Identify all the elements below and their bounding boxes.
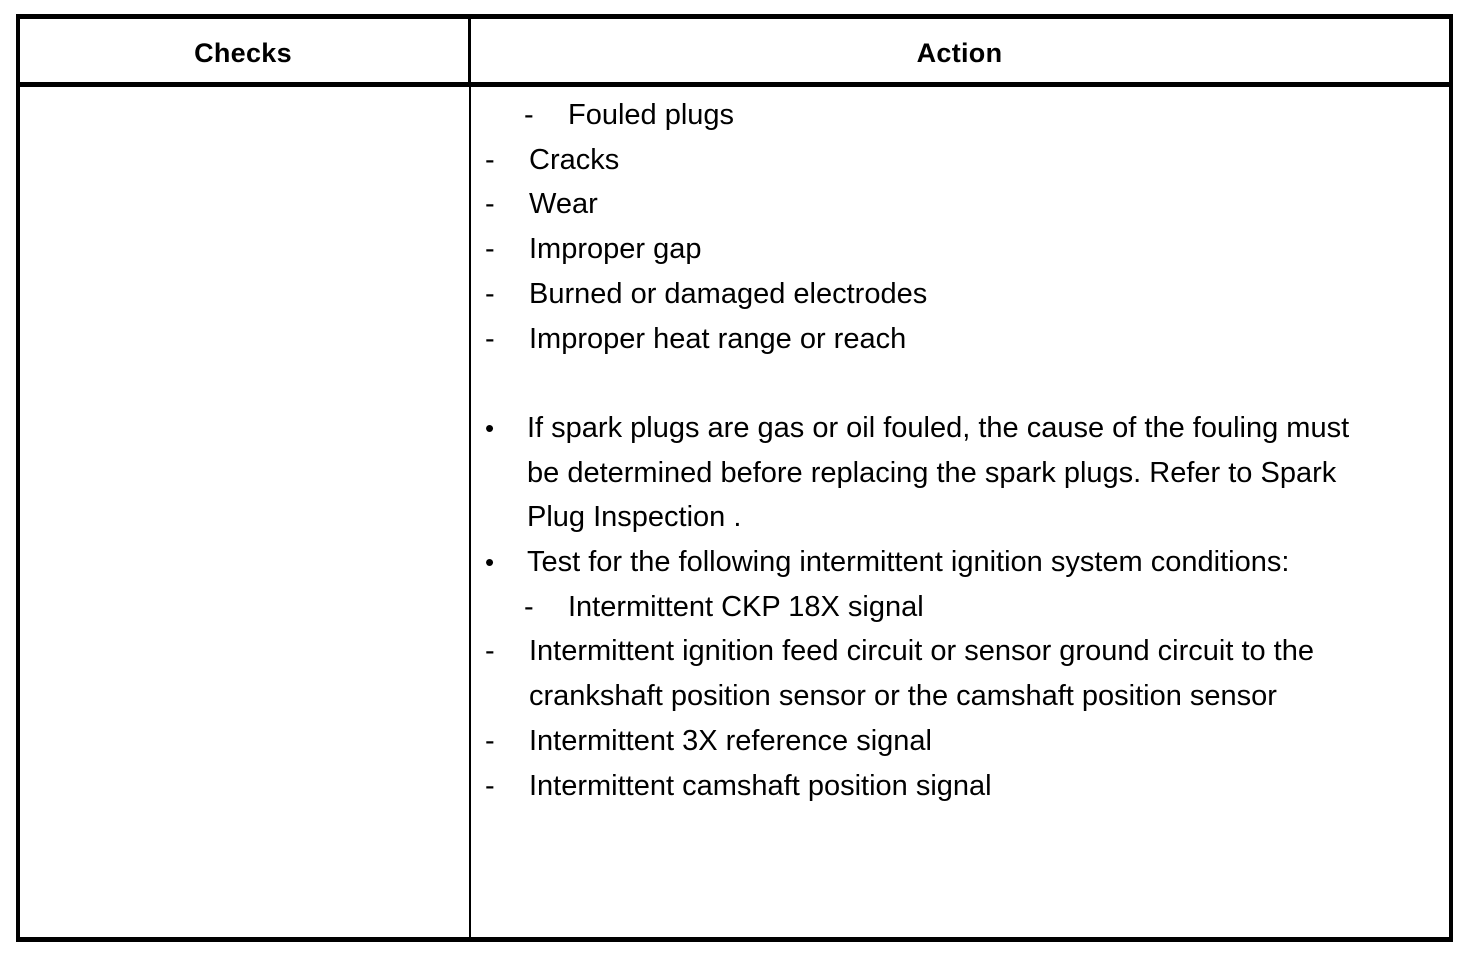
list-item: - Fouled plugs: [485, 93, 1353, 138]
table-header-row: Checks Action: [20, 19, 1449, 87]
list-item: - Cracks: [485, 138, 1353, 183]
column-header-checks: Checks: [194, 37, 292, 68]
list-item: • If spark plugs are gas or oil fouled, t…: [485, 406, 1353, 540]
bullet-marker: •: [485, 412, 495, 443]
list-item-label: Intermittent camshaft position signal: [529, 769, 992, 802]
column-header-action: Action: [916, 37, 1003, 68]
list-item: - Intermittent CKP 18X signal: [485, 585, 1353, 630]
dash-marker: -: [485, 769, 495, 802]
list-item: - Wear: [485, 182, 1353, 227]
dash-marker: -: [524, 99, 534, 131]
dash-marker: -: [485, 143, 495, 176]
bullet-marker: •: [485, 547, 495, 578]
list-item-label: Test for the following intermittent igni…: [527, 546, 1290, 579]
list-item: - Improper gap: [485, 227, 1353, 272]
list-item-label: Cracks: [529, 143, 620, 176]
dash-marker: -: [485, 635, 495, 668]
list-item-label: Intermittent ignition feed circuit or se…: [529, 635, 1314, 713]
list-item-label: Intermittent CKP 18X signal: [568, 590, 924, 623]
dash-marker: -: [485, 188, 495, 221]
list-item-label: Burned or damaged electrodes: [529, 277, 928, 310]
action-content: - Fouled plugs - Cracks - Wear - Improper ga…: [485, 93, 1353, 808]
body-column-divider: [469, 87, 471, 937]
dash-marker: -: [485, 277, 495, 310]
list-item-label: Wear: [529, 188, 598, 221]
cell-checks: [20, 87, 469, 937]
list-item: • Test for the following intermittent ign…: [485, 540, 1353, 585]
dash-marker: -: [485, 322, 495, 355]
paragraph-spacer: [485, 361, 1353, 406]
list-item: - Intermittent 3X reference signal: [485, 719, 1353, 764]
table-body-row: - Fouled plugs - Cracks - Wear - Improper ga…: [20, 87, 1449, 937]
list-item: - Intermittent ignition feed circuit or s…: [485, 629, 1353, 718]
header-column-divider: [468, 19, 471, 87]
checks-action-table: Checks Action - Fouled plugs - Cracks: [16, 14, 1453, 942]
list-item: - Burned or damaged electrodes: [485, 272, 1353, 317]
dash-marker: -: [524, 590, 534, 623]
list-item-label: Improper gap: [529, 233, 702, 266]
list-item: - Intermittent camshaft position signal: [485, 764, 1353, 809]
list-item: - Improper heat range or reach: [485, 317, 1353, 362]
dash-marker: -: [485, 233, 495, 266]
list-item-label: Intermittent 3X reference signal: [529, 724, 932, 757]
cell-action: - Fouled plugs - Cracks - Wear - Improper ga…: [471, 87, 1449, 937]
list-item-label: Improper heat range or reach: [529, 322, 907, 355]
list-item-label: Fouled plugs: [568, 99, 735, 131]
list-item-label: If spark plugs are gas or oil fouled, th…: [527, 411, 1350, 534]
dash-marker: -: [485, 724, 495, 757]
